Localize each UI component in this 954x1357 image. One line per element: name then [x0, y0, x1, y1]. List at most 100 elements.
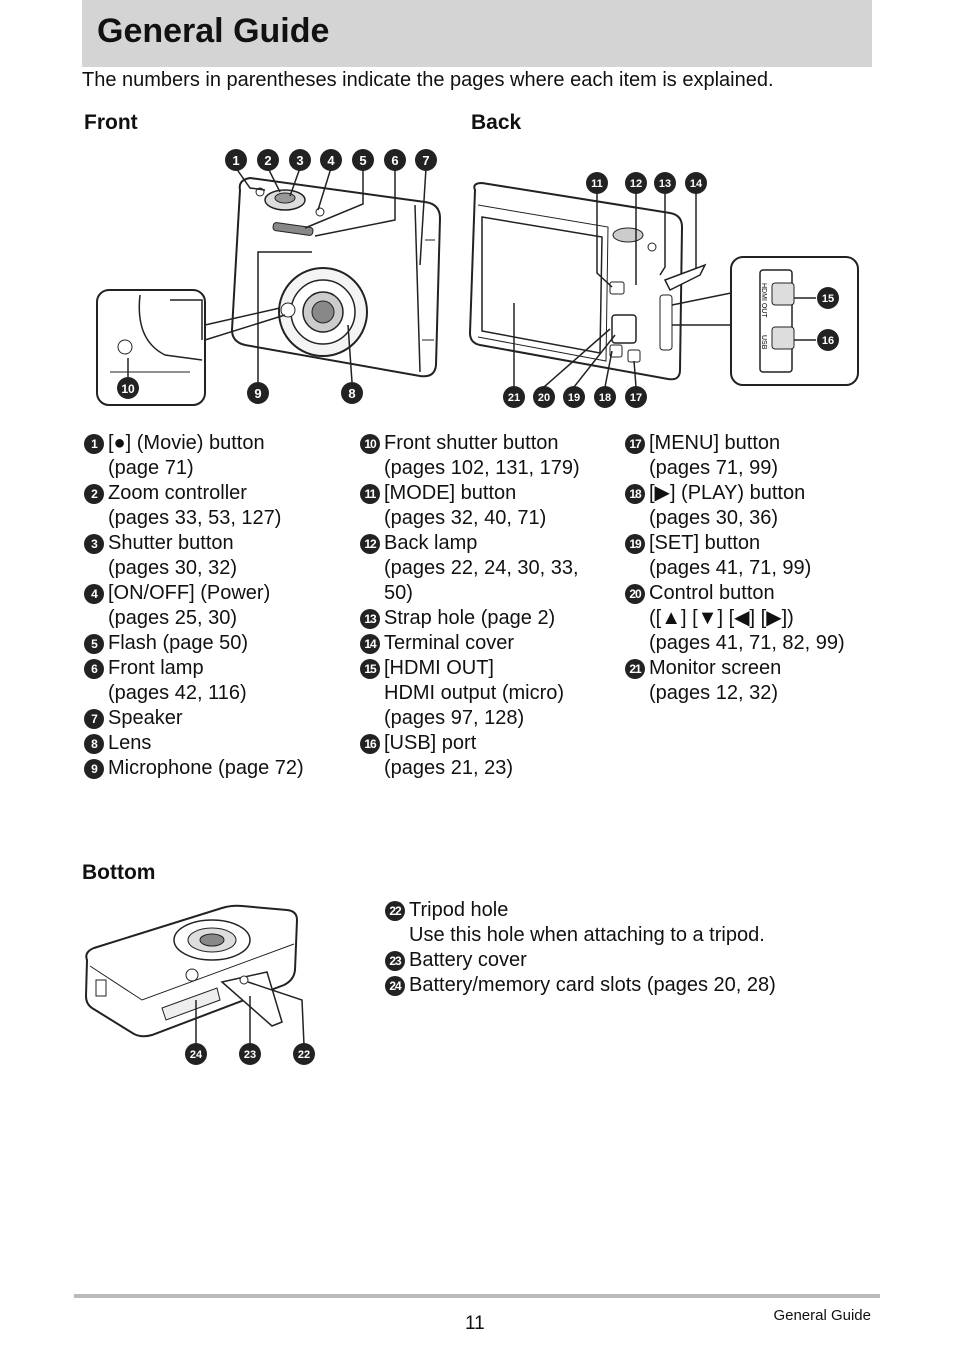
item-number-marker: 10	[360, 434, 380, 454]
item-description: Flash (page 50)	[108, 632, 249, 654]
svg-text:9: 9	[254, 386, 261, 401]
item-description: Tripod hole Use this hole when attaching…	[409, 899, 765, 946]
item-number-marker: 5	[84, 634, 104, 654]
back-marker-14: 14	[685, 172, 707, 194]
item-description: Speaker	[108, 707, 183, 729]
item-number-marker: 7	[84, 709, 104, 729]
footer-rule	[74, 1294, 880, 1298]
svg-text:10: 10	[121, 382, 135, 396]
back-marker-20: 20	[533, 386, 555, 408]
svg-text:18: 18	[599, 392, 611, 404]
svg-text:13: 13	[659, 178, 671, 190]
back-marker-13: 13	[654, 172, 676, 194]
list-item: 15[HDMI OUT] HDMI output (micro) (pages …	[360, 656, 620, 731]
item-description: Front shutter button (pages 102, 131, 17…	[384, 432, 580, 479]
item-description: [▶] (PLAY) button (pages 30, 36)	[649, 482, 806, 529]
item-description: [ON/OFF] (Power) (pages 25, 30)	[108, 582, 271, 629]
item-number-marker: 22	[385, 901, 405, 921]
item-description: Control button ([▲] [▼] [◀] [▶]) (pages …	[649, 582, 845, 654]
svg-text:12: 12	[630, 178, 642, 190]
page-title: General Guide	[97, 12, 330, 50]
list-item: 16[USB] port (pages 21, 23)	[360, 731, 620, 781]
svg-text:7: 7	[422, 153, 429, 168]
item-description: Battery cover	[409, 949, 527, 971]
front-marker-5: 5	[352, 149, 374, 171]
item-description: [●] (Movie) button (page 71)	[108, 432, 265, 479]
front-marker-2: 2	[257, 149, 279, 171]
front-marker-7: 7	[415, 149, 437, 171]
section-back-heading: Back	[471, 111, 522, 134]
usb-label: USB	[760, 335, 767, 350]
item-number-marker: 17	[625, 434, 645, 454]
item-description: Zoom controller (pages 33, 53, 127)	[108, 482, 282, 529]
item-number-marker: 15	[360, 659, 380, 679]
item-number-marker: 18	[625, 484, 645, 504]
list-item: 19[SET] button (pages 41, 71, 99)	[625, 531, 945, 581]
list-item: 1[●] (Movie) button (page 71)	[84, 431, 354, 481]
item-number-marker: 8	[84, 734, 104, 754]
svg-text:19: 19	[568, 392, 580, 404]
bottom-marker-22: 22	[293, 1043, 315, 1065]
front-marker-4: 4	[320, 149, 342, 171]
back-marker-19: 19	[563, 386, 585, 408]
item-description: Back lamp (pages 22, 24, 30, 33, 50)	[384, 532, 579, 604]
svg-text:2: 2	[264, 153, 271, 168]
bottom-marker-24: 24	[185, 1043, 207, 1065]
svg-text:22: 22	[298, 1049, 310, 1061]
item-number-marker: 14	[360, 634, 380, 654]
footer-section-name: General Guide	[773, 1307, 871, 1324]
item-description: Shutter button (pages 30, 32)	[108, 532, 237, 579]
item-number-marker: 9	[84, 759, 104, 779]
list-item: 4[ON/OFF] (Power) (pages 25, 30)	[84, 581, 354, 631]
item-description: Monitor screen (pages 12, 32)	[649, 657, 782, 704]
title-bar	[82, 0, 872, 67]
intro-text: The numbers in parentheses indicate the …	[82, 69, 774, 91]
svg-text:8: 8	[348, 386, 355, 401]
back-marker-16: 16	[817, 329, 839, 351]
item-number-marker: 1	[84, 434, 104, 454]
item-description: [MENU] button (pages 71, 99)	[649, 432, 781, 479]
back-marker-15: 15	[817, 287, 839, 309]
item-description: [HDMI OUT] HDMI output (micro) (pages 97…	[384, 657, 565, 729]
front-marker-3: 3	[289, 149, 311, 171]
item-number-marker: 2	[84, 484, 104, 504]
item-number-marker: 11	[360, 484, 380, 504]
list-item: 11[MODE] button (pages 32, 40, 71)	[360, 481, 620, 531]
list-item: 18[▶] (PLAY) button (pages 30, 36)	[625, 481, 945, 531]
svg-text:5: 5	[359, 153, 366, 168]
section-front-heading: Front	[84, 111, 138, 134]
item-number-marker: 4	[84, 584, 104, 604]
item-number-marker: 12	[360, 534, 380, 554]
item-number-marker: 19	[625, 534, 645, 554]
item-description: Strap hole (page 2)	[384, 607, 556, 629]
front-camera-illustration: 1 2 3 4 5 6 7 10 9 8	[96, 149, 442, 406]
back-marker-17: 17	[625, 386, 647, 408]
hdmi-label: HDMI OUT	[760, 283, 767, 318]
back-marker-11: 11	[586, 172, 608, 194]
svg-text:23: 23	[244, 1049, 256, 1061]
front-marker-1: 1	[225, 149, 247, 171]
item-description: [USB] port (pages 21, 23)	[384, 732, 513, 779]
svg-text:14: 14	[690, 178, 703, 190]
svg-text:15: 15	[822, 293, 834, 305]
section-bottom-heading: Bottom	[82, 861, 156, 884]
item-number-marker: 13	[360, 609, 380, 629]
item-description: Battery/memory card slots (pages 20, 28)	[409, 974, 776, 996]
item-description: Microphone (page 72)	[108, 757, 304, 779]
bottom-marker-23: 23	[239, 1043, 261, 1065]
svg-text:24: 24	[190, 1049, 203, 1061]
